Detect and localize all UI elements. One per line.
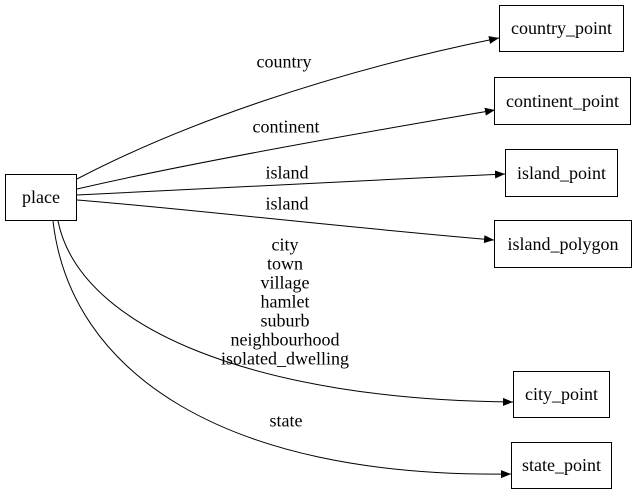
node-island-point: island_point [505, 149, 618, 197]
node-country-point: country_point [499, 5, 624, 52]
edge-label-city-types: city town village hamlet suburb neighbou… [221, 234, 349, 369]
edge-place-city-point [57, 220, 514, 406]
edge-label-island-polygon: island [265, 193, 309, 214]
edge-label-country: country [256, 51, 312, 72]
edge-label-continent: continent [252, 116, 320, 137]
edge-label-island-point: island [265, 162, 309, 183]
node-place: place [5, 174, 77, 221]
edge-place-state-point [52, 220, 512, 479]
node-city-point: city_point [513, 371, 610, 418]
edge-place-continent-point [76, 107, 496, 190]
edge-place-island-polygon [76, 199, 495, 244]
node-island-polygon: island_polygon [494, 220, 632, 268]
node-continent-point: continent_point [494, 77, 631, 125]
edge-label-state: state [269, 410, 303, 431]
node-state-point: state_point [511, 442, 612, 489]
edge-place-island-point [76, 170, 506, 196]
edge-place-country-point [76, 36, 500, 180]
